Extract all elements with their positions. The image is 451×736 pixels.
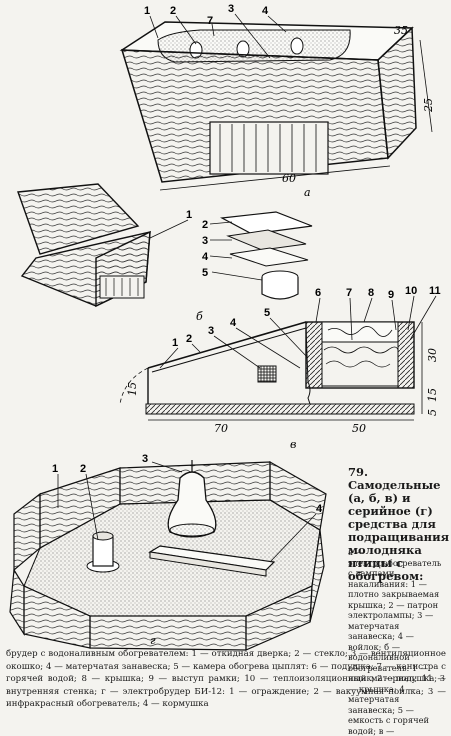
label-g-2: 2: [80, 463, 86, 475]
panel-a-leaders: [149, 13, 287, 59]
dim-a-height: 25: [422, 98, 435, 113]
figure-caption: брудер с водоналивным обогревателем: 1 —…: [6, 649, 446, 709]
lamp-icon: [290, 37, 304, 55]
panel-v-leaders: [159, 295, 437, 369]
label-v-5: 5: [264, 307, 270, 319]
dim-v-door: 15: [126, 382, 139, 396]
dim-a-depth: 35: [394, 24, 408, 37]
label-v-3: 3: [208, 325, 214, 337]
dim-v-low: 5: [426, 409, 439, 416]
panel-b-letter: б: [196, 310, 203, 323]
figure-legend: а — электрообогреватель с лампами накали…: [348, 547, 446, 736]
label-b-3: 3: [202, 235, 208, 247]
panel-b-leaders: [149, 219, 263, 281]
label-b-5: 5: [202, 267, 208, 279]
label-a-4: 4: [262, 5, 269, 17]
label-v-10: 10: [405, 285, 417, 297]
label-g-1: 1: [52, 463, 58, 475]
label-b-1: 1: [186, 209, 192, 221]
dim-v-left: 70: [214, 422, 228, 435]
label-a-3: 3: [228, 3, 234, 15]
label-a-2: 2: [170, 5, 176, 17]
panel-g-letter: г: [150, 634, 156, 647]
dim-v-mid: 15: [426, 388, 439, 402]
label-a-7: 7: [207, 15, 213, 27]
label-b-2: 2: [202, 219, 208, 231]
dim-v-top: 30: [426, 348, 439, 362]
panel-a-letter: а: [304, 186, 311, 199]
panel-v-letter: в: [290, 438, 296, 451]
panel-a-box: [119, 21, 433, 191]
label-v-8: 8: [368, 287, 374, 299]
dim-v-right: 50: [352, 422, 366, 435]
label-g-4: 4: [316, 503, 323, 515]
label-v-9: 9: [388, 289, 394, 301]
label-b-4: 4: [202, 251, 209, 263]
label-a-1: 1: [144, 5, 150, 17]
label-v-4: 4: [230, 317, 237, 329]
label-v-2: 2: [186, 333, 192, 345]
label-v-6: 6: [315, 287, 321, 299]
panel-g-brooder: [9, 460, 327, 651]
figure-title: 79. Самодельные (а, б, в) и серийное (г)…: [348, 465, 450, 583]
panel-b-box: [17, 183, 313, 308]
panel-g-leaders: [57, 461, 317, 563]
dim-a-length: 60: [282, 172, 296, 185]
label-v-7: 7: [346, 287, 352, 299]
label-v-1: 1: [172, 337, 178, 349]
label-v-11: 11: [429, 285, 441, 297]
label-g-3: 3: [142, 453, 148, 465]
panel-v-section: [119, 321, 423, 421]
